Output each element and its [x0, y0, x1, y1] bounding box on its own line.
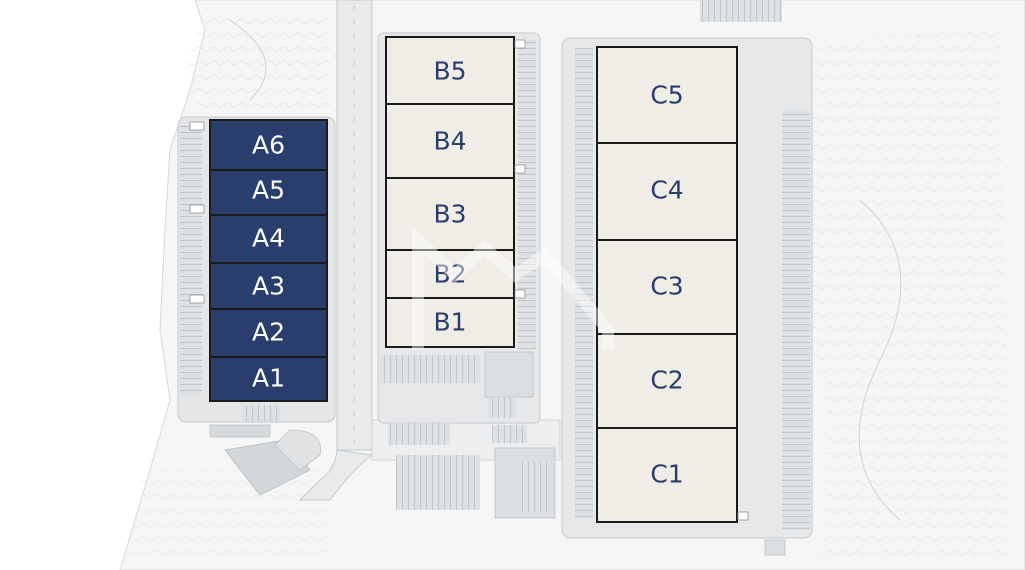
- unit-c1-label: C1: [650, 460, 683, 489]
- unit-a1[interactable]: A1: [209, 356, 328, 402]
- logo-watermark-icon: [412, 226, 614, 350]
- unit-a2-label: A2: [252, 318, 285, 347]
- unit-b3[interactable]: B3: [385, 177, 515, 251]
- block-b: B5 B4 B3 B2 B1: [385, 36, 515, 348]
- unit-a6-label: A6: [252, 131, 285, 160]
- unit-b1[interactable]: B1: [385, 297, 515, 348]
- unit-c4-label: C4: [650, 176, 683, 205]
- unit-b2-label: B2: [433, 260, 466, 289]
- unit-a5[interactable]: A5: [209, 169, 328, 216]
- unit-b3-label: B3: [433, 200, 466, 229]
- loading-docks: [189, 39, 749, 521]
- unit-c3-label: C3: [650, 272, 683, 301]
- unit-a4[interactable]: A4: [209, 214, 328, 264]
- unit-c5[interactable]: C5: [596, 46, 738, 144]
- unit-b4-label: B4: [433, 127, 466, 156]
- unit-a4-label: A4: [252, 224, 285, 253]
- unit-b1-label: B1: [433, 308, 466, 337]
- unit-a5-label: A5: [252, 176, 285, 205]
- unit-a6[interactable]: A6: [209, 119, 328, 171]
- unit-b2[interactable]: B2: [385, 249, 515, 299]
- unit-b4[interactable]: B4: [385, 103, 515, 179]
- block-c: C5 C4 C3 C2 C1: [596, 46, 738, 523]
- unit-c5-label: C5: [650, 81, 683, 110]
- unit-c4[interactable]: C4: [596, 142, 738, 241]
- unit-a1-label: A1: [252, 364, 285, 393]
- unit-c1[interactable]: C1: [596, 427, 738, 523]
- unit-a3-label: A3: [252, 272, 285, 301]
- unit-b5-label: B5: [433, 57, 466, 86]
- block-a: A6 A5 A4 A3 A2 A1: [209, 119, 328, 402]
- unit-c3[interactable]: C3: [596, 239, 738, 335]
- unit-a2[interactable]: A2: [209, 308, 328, 358]
- unit-a3[interactable]: A3: [209, 262, 328, 310]
- unit-c2-label: C2: [650, 366, 683, 395]
- unit-c2[interactable]: C2: [596, 333, 738, 429]
- unit-b5[interactable]: B5: [385, 36, 515, 105]
